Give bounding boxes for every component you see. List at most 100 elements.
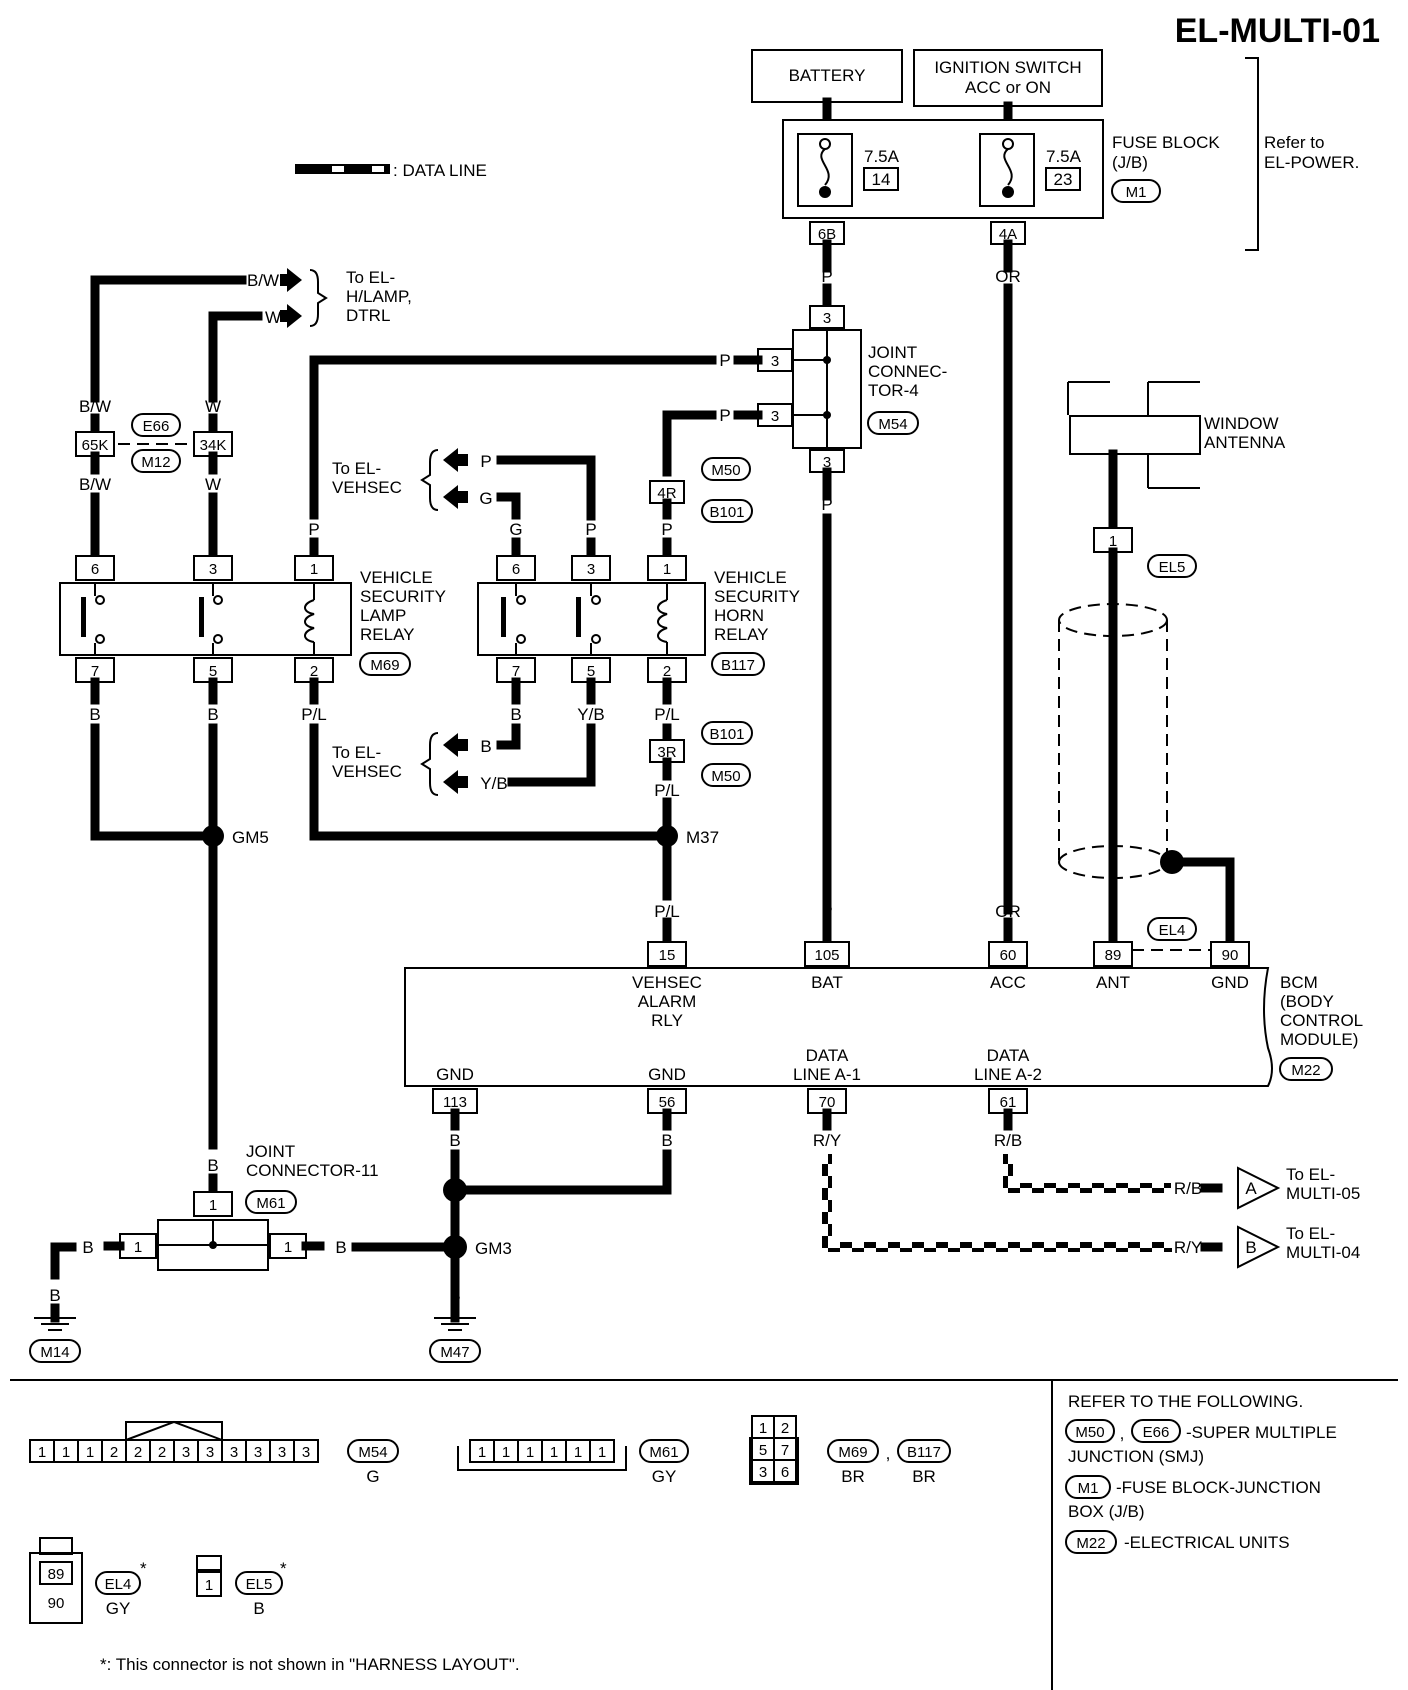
refer-comma: , <box>1120 1424 1125 1443</box>
antenna-connector-el5: EL5 <box>1159 559 1186 576</box>
conn-b117-label: B117 <box>907 1444 941 1461</box>
refer-power-1: Refer to <box>1264 133 1324 152</box>
lamp-relay-label-3: LAMP <box>360 606 406 625</box>
m54-pin: 3 <box>182 1444 190 1461</box>
to-hlamp-3: DTRL <box>346 306 390 325</box>
horn-relay-pin-7: 7 <box>512 663 520 680</box>
wire-p-fuse14: P <box>821 267 832 286</box>
joint4-label-3: TOR-4 <box>868 381 919 400</box>
joint4-pin-left1: 3 <box>771 353 779 370</box>
relay-face-pin: 3 <box>759 1464 767 1481</box>
bcm-pin-90: 90 <box>1222 947 1239 964</box>
lamp-relay-label-2: SECURITY <box>360 587 446 606</box>
refer-power-2: EL-POWER. <box>1264 153 1359 172</box>
refer-m1: M1 <box>1078 1480 1099 1497</box>
to-hlamp-1: To EL- <box>346 268 395 287</box>
bcm-vehsec-2: ALARM <box>638 992 697 1011</box>
wire-b-lamp-7: B <box>89 705 100 724</box>
conn-m54-color: G <box>366 1467 379 1486</box>
relay-face-pin: 7 <box>781 1442 789 1459</box>
antenna-pin-1: 1 <box>1109 533 1117 550</box>
bcm-bat: BAT <box>811 973 843 992</box>
bcm-label-1: BCM <box>1280 973 1318 992</box>
m61-pin: 1 <box>574 1444 582 1461</box>
wire-p-joint4-left1: P <box>719 351 730 370</box>
wire-p-lamp-relay-1: P <box>308 520 319 539</box>
wire-p-horn-3: P <box>585 520 596 539</box>
to-vehsec-bottom-2: VEHSEC <box>332 762 402 781</box>
to-hlamp-2: H/LAMP, <box>346 287 412 306</box>
connector-face-el5: 1 <box>196 1555 222 1597</box>
bcm-el4: EL4 <box>1159 922 1186 939</box>
m54-pin: 3 <box>206 1444 214 1461</box>
refer-m50: M50 <box>1075 1424 1104 1441</box>
horn-relay: 6 3 1 7 5 2 <box>477 555 706 683</box>
smj-pin-3r: 3R <box>657 744 676 761</box>
horn-relay-pin-1: 1 <box>663 561 671 578</box>
horn-relay-pin-2: 2 <box>663 663 671 680</box>
smj-pin-34k: 34K <box>200 437 227 454</box>
wire-w-lower: W <box>205 475 221 494</box>
m54-pin: 3 <box>230 1444 238 1461</box>
ignition-label-2: ACC or ON <box>965 78 1051 97</box>
refer-jb-2: BOX (J/B) <box>1068 1502 1145 1521</box>
wire-g-to-vehsec: G <box>479 489 492 508</box>
m54-pin: 1 <box>86 1444 94 1461</box>
horn-relay-label-3: HORN <box>714 606 764 625</box>
m54-pin: 1 <box>38 1444 46 1461</box>
bcm-label-3: CONTROL <box>1280 1011 1363 1030</box>
terminal-4a: 4A <box>999 226 1017 243</box>
wire-p-joint4-out: P <box>821 495 832 514</box>
m61-pin: 1 <box>502 1444 510 1461</box>
joint-connector-4: 3 3 3 3 <box>757 305 862 473</box>
m54-pin: 3 <box>302 1444 310 1461</box>
wire-b-ground-m47: B <box>449 1286 460 1305</box>
horn-relay-pin-5: 5 <box>587 663 595 680</box>
fuse14-number: 14 <box>872 170 891 189</box>
bcm-gnd-56: GND <box>648 1065 686 1084</box>
wire-b-to-vehsec: B <box>480 737 491 756</box>
lamp-relay-pin-2: 2 <box>310 663 318 680</box>
relay-face-pin: 6 <box>781 1464 789 1481</box>
data-line-legend-label: : DATA LINE <box>393 161 487 180</box>
bcm-pin-56: 56 <box>659 1094 676 1111</box>
bcm-data-a2-2: LINE A-2 <box>974 1065 1042 1084</box>
to-vehsec-top-1: To EL- <box>332 459 381 478</box>
wire-p-horn-relay-1: P <box>661 520 672 539</box>
conn-el5-label: EL5 <box>246 1576 273 1593</box>
bcm-pin-15: 15 <box>659 947 676 964</box>
bcm-pin-60: 60 <box>1000 947 1017 964</box>
bcm-data-a2-1: DATA <box>987 1046 1030 1065</box>
bcm-pin-113: 113 <box>443 1094 467 1111</box>
battery-label: BATTERY <box>789 66 866 85</box>
joint4-pin-bottom: 3 <box>823 454 831 471</box>
fuse14-amp: 7.5A <box>864 147 900 166</box>
bcm-pin-89: 89 <box>1105 947 1122 964</box>
m61-pin: 1 <box>478 1444 486 1461</box>
data-line-legend: : DATA LINE <box>295 161 487 180</box>
m54-pin: 2 <box>158 1444 166 1461</box>
bcm-pin-105: 105 <box>814 947 839 964</box>
antenna-shield <box>1058 603 1168 879</box>
wire-p-joint4-left2: P <box>719 406 730 425</box>
horn-relay-pin-3: 3 <box>587 561 595 578</box>
smj-pin-4r: 4R <box>657 485 676 502</box>
bcm-data-a1-2: LINE A-1 <box>793 1065 861 1084</box>
smj-e66: E66 <box>143 418 170 435</box>
antenna-label-1: WINDOW <box>1204 414 1279 433</box>
m61-pin: 1 <box>526 1444 534 1461</box>
smj-m12: M12 <box>141 454 170 471</box>
lamp-relay-connector: M69 <box>370 657 399 674</box>
wire-bw-upper: B/W <box>79 397 111 416</box>
joint4-pin-top: 3 <box>823 310 831 327</box>
output-b: B <box>1245 1238 1256 1257</box>
joint11-pin-right: 1 <box>284 1239 292 1256</box>
wire-ry-70: R/Y <box>813 1131 841 1150</box>
smj-4r-m50: M50 <box>711 462 740 479</box>
bcm-vehsec-3: RLY <box>651 1011 683 1030</box>
refer-e66: E66 <box>1143 1424 1170 1441</box>
horn-relay-pin-6: 6 <box>512 561 520 578</box>
el5-pin-1: 1 <box>205 1577 213 1594</box>
